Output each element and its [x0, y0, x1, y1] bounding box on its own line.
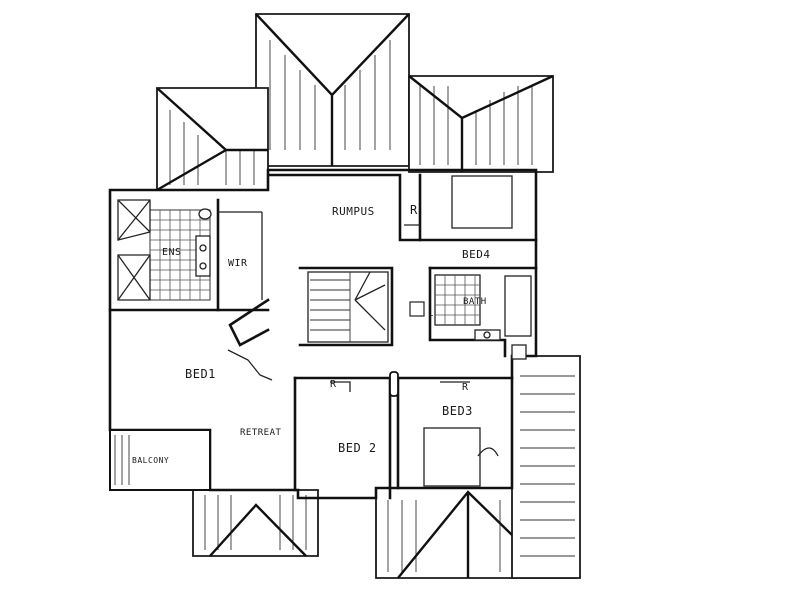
staircase: [307, 271, 389, 343]
toilet-icon: [198, 208, 212, 220]
bath-fixtures: [434, 274, 532, 360]
room-label-bed3: BED3: [442, 404, 473, 418]
room-label-retreat: RETREAT: [240, 428, 282, 438]
column-icon: [389, 371, 399, 397]
ensuite-fixtures: [117, 199, 212, 301]
room-label-rumpus: RUMPUS: [332, 205, 375, 218]
robe-marks: R R R L: [330, 203, 469, 393]
room-label-bed4: BED4: [462, 248, 491, 261]
bath-toilet-icon: [511, 344, 527, 360]
roof-bottom-left: [192, 489, 319, 557]
bed3-bed-icon: [423, 427, 481, 487]
bed3-chair-icon: [477, 447, 499, 457]
robe-mark-bed4: R: [410, 203, 418, 217]
beds: [423, 175, 513, 487]
room-label-wir: WIR: [228, 258, 248, 269]
roof-top-right: [408, 74, 554, 173]
room-label-ens: ENS: [162, 247, 182, 258]
linen-closet-icon: [409, 301, 425, 317]
bed4-bed-icon: [451, 175, 513, 229]
room-label-bed2: BED 2: [338, 441, 377, 455]
robe-mark-bed2: R: [330, 379, 337, 390]
roof-top-left: [156, 87, 269, 192]
roof-sections: [156, 13, 581, 579]
roof-top-center: [255, 13, 410, 167]
room-label-balcony: BALCONY: [132, 456, 169, 465]
balcony: [109, 429, 211, 491]
roof-right-side: [511, 355, 581, 579]
room-label-bed1: BED1: [185, 367, 216, 381]
linen-mark: L: [428, 309, 434, 319]
robe-mark-bed3: R: [462, 382, 469, 393]
room-labels: RUMPUS BED1 BED 2 BED3 BED4 ENS WIR BATH…: [132, 205, 491, 465]
room-label-bath: BATH: [463, 297, 487, 307]
vanity-icon: [195, 235, 211, 277]
bath-tub-small-icon: [504, 275, 532, 337]
